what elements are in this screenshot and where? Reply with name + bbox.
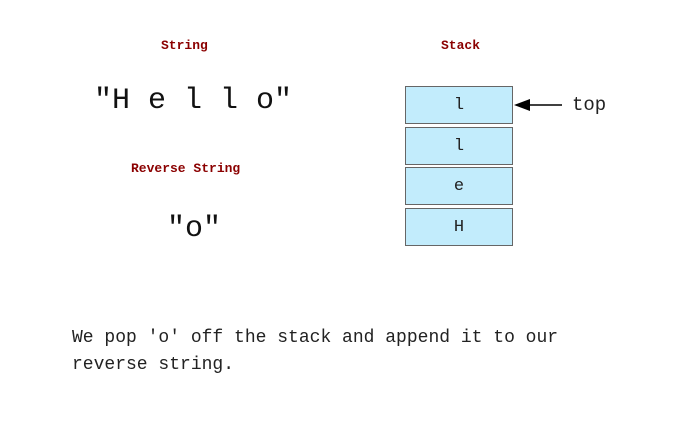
string-heading: String <box>161 38 208 53</box>
stack-item-label: l <box>453 136 465 156</box>
stack-item-bottom: H <box>405 208 513 246</box>
stack-item: l <box>405 127 513 165</box>
stack-item-label: H <box>453 217 465 237</box>
stack-item-top: l <box>405 86 513 124</box>
stack-item: e <box>405 167 513 205</box>
stack-item-label: e <box>453 176 465 196</box>
arrow-left-icon <box>514 99 562 111</box>
reverse-string-heading: Reverse String <box>131 161 241 176</box>
original-string: "H e l l o" <box>94 84 293 118</box>
stack-heading: Stack <box>441 38 481 53</box>
top-pointer-label: top <box>572 94 607 116</box>
step-description: We pop 'o' off the stack and append it t… <box>72 328 559 375</box>
reverse-string-value: "o" <box>167 212 222 246</box>
stack-item-label: l <box>453 95 465 115</box>
